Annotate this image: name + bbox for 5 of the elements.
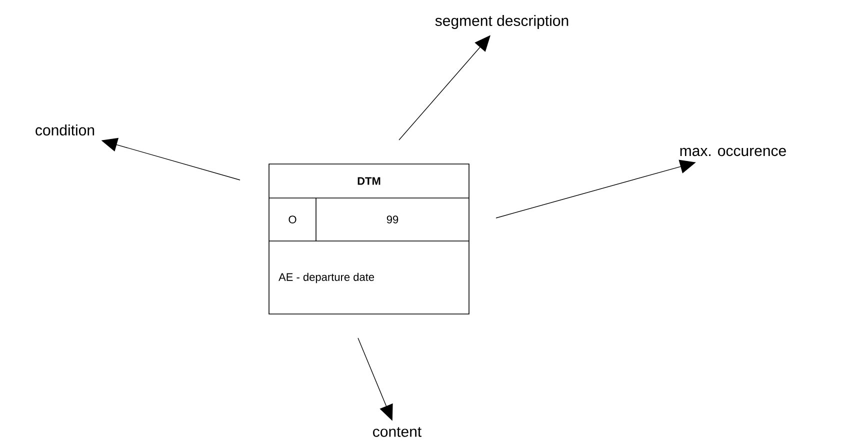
label-text: condition	[36, 124, 94, 136]
label-text: content	[373, 427, 422, 437]
segment-box: DTM O 99 AE - departure date	[268, 164, 470, 314]
label-text: segment description	[435, 15, 568, 29]
label-text: max. occurence	[680, 148, 786, 156]
